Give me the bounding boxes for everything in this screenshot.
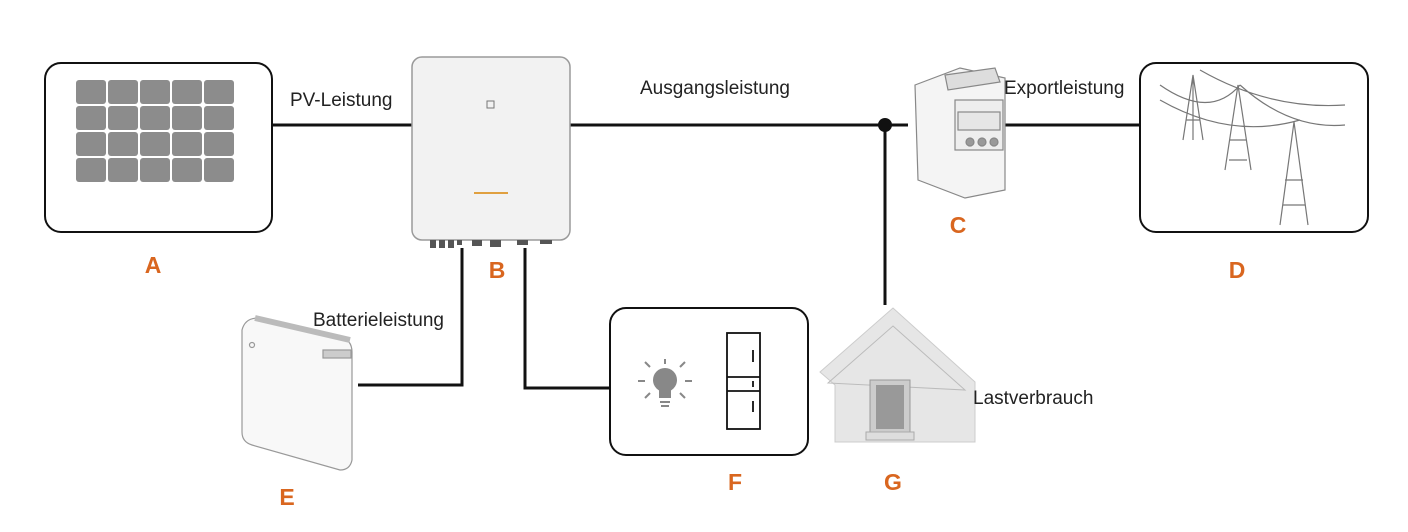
solar-cell	[140, 158, 170, 182]
solar-cell	[76, 132, 106, 156]
solar-cell	[140, 106, 170, 130]
solar-cell	[140, 132, 170, 156]
solar-cell	[204, 158, 234, 182]
key-d: D	[1229, 257, 1246, 283]
solar-cell	[108, 158, 138, 182]
solar-cell	[76, 158, 106, 182]
key-f: F	[728, 469, 742, 495]
house-icon	[819, 307, 976, 443]
connection-lines	[272, 123, 1140, 390]
pv-power-label: PV-Leistung	[290, 90, 392, 111]
loads-component	[609, 307, 809, 456]
solar-cell	[172, 106, 202, 130]
solar-cell	[76, 80, 106, 104]
solar-cell	[204, 132, 234, 156]
power-pylon-icon	[1159, 69, 1346, 226]
solar-cell	[204, 80, 234, 104]
key-c: C	[950, 212, 967, 238]
solar-cell	[172, 80, 202, 104]
key-e: E	[279, 484, 294, 510]
solar-cell	[76, 106, 106, 130]
solar-cell	[204, 106, 234, 130]
solar-panel-icon	[76, 80, 234, 182]
line-inverter-loads	[523, 248, 610, 390]
solar-cell	[172, 132, 202, 156]
battery-power-label: Batterieleistung	[313, 310, 444, 331]
output-power-label: Ausgangsleistung	[640, 78, 790, 99]
solar-cell	[108, 132, 138, 156]
solar-cell	[172, 158, 202, 182]
export-power-label: Exportleistung	[1004, 78, 1124, 99]
inverter-icon	[411, 56, 571, 248]
key-g: G	[884, 469, 902, 495]
battery-icon	[241, 315, 353, 471]
solar-cell	[108, 106, 138, 130]
pv-component	[44, 62, 273, 233]
grid-component	[1139, 62, 1369, 233]
key-a: A	[145, 252, 162, 278]
energy-meter-icon	[914, 67, 1006, 199]
solar-cell	[108, 80, 138, 104]
key-b: B	[489, 257, 506, 283]
load-consumption-label: Lastverbrauch	[973, 388, 1093, 409]
line-inverter-battery	[358, 248, 464, 387]
solar-cell	[140, 80, 170, 104]
fridge-icon	[726, 332, 761, 430]
lightbulb-icon	[638, 359, 692, 407]
junction-dot	[878, 118, 892, 132]
